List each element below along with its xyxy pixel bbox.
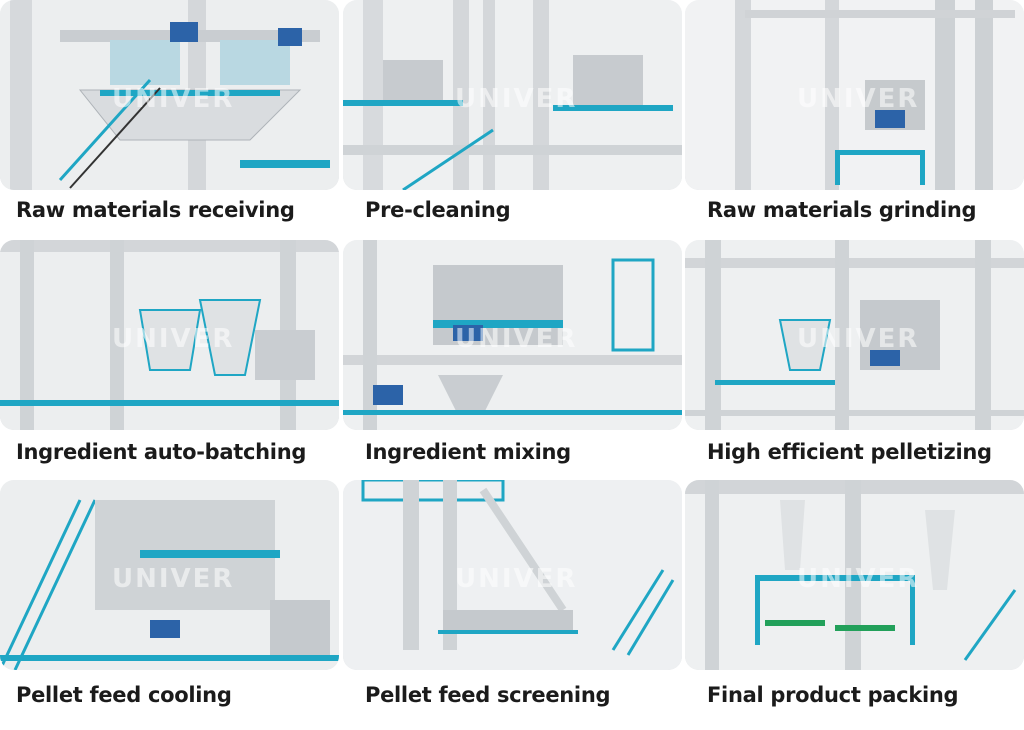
stage-image-pelletizing: UNIVER <box>685 240 1024 430</box>
stage-image-grinding: UNIVER <box>685 0 1024 190</box>
stage-image-receiving: UNIVER <box>0 0 339 190</box>
stage-caption: Raw materials grinding <box>707 198 977 222</box>
stage-card-grinding: UNIVER Raw materials grinding <box>685 0 1024 242</box>
stage-image-batching: UNIVER <box>0 240 339 430</box>
watermark: UNIVER <box>112 324 235 354</box>
stage-caption: High efficient pelletizing <box>707 440 992 464</box>
stage-image-mixing: UNIVER <box>343 240 682 430</box>
stage-card-screening: UNIVER Pellet feed screening <box>343 480 683 722</box>
stage-card-cooling: UNIVER Pellet feed cooling <box>0 480 340 722</box>
watermark: UNIVER <box>112 84 235 114</box>
stage-card-pelletizing: UNIVER High efficient pelletizing <box>685 240 1024 482</box>
stage-image-packing: UNIVER <box>685 480 1024 670</box>
stage-caption: Pre-cleaning <box>365 198 511 222</box>
stage-card-pre-cleaning: UNIVER Pre-cleaning <box>343 0 683 242</box>
watermark: UNIVER <box>455 564 578 594</box>
stage-caption: Raw materials receiving <box>16 198 295 222</box>
stage-caption: Pellet feed cooling <box>16 683 232 707</box>
stage-card-batching: UNIVER Ingredient auto-batching <box>0 240 340 482</box>
watermark: UNIVER <box>455 84 578 114</box>
stage-caption: Ingredient mixing <box>365 440 571 464</box>
watermark: UNIVER <box>112 564 235 594</box>
watermark: UNIVER <box>797 84 920 114</box>
stage-image-screening: UNIVER <box>343 480 682 670</box>
watermark: UNIVER <box>797 324 920 354</box>
stage-card-packing: UNIVER Final product packing <box>685 480 1024 722</box>
stage-caption: Final product packing <box>707 683 959 707</box>
watermark: UNIVER <box>797 564 920 594</box>
stage-image-cooling: UNIVER <box>0 480 339 670</box>
stage-caption: Ingredient auto-batching <box>16 440 307 464</box>
stage-card-receiving: UNIVER Raw materials receiving <box>0 0 340 242</box>
stage-card-mixing: UNIVER Ingredient mixing <box>343 240 683 482</box>
watermark: UNIVER <box>455 324 578 354</box>
stage-image-pre-cleaning: UNIVER <box>343 0 682 190</box>
stage-caption: Pellet feed screening <box>365 683 611 707</box>
